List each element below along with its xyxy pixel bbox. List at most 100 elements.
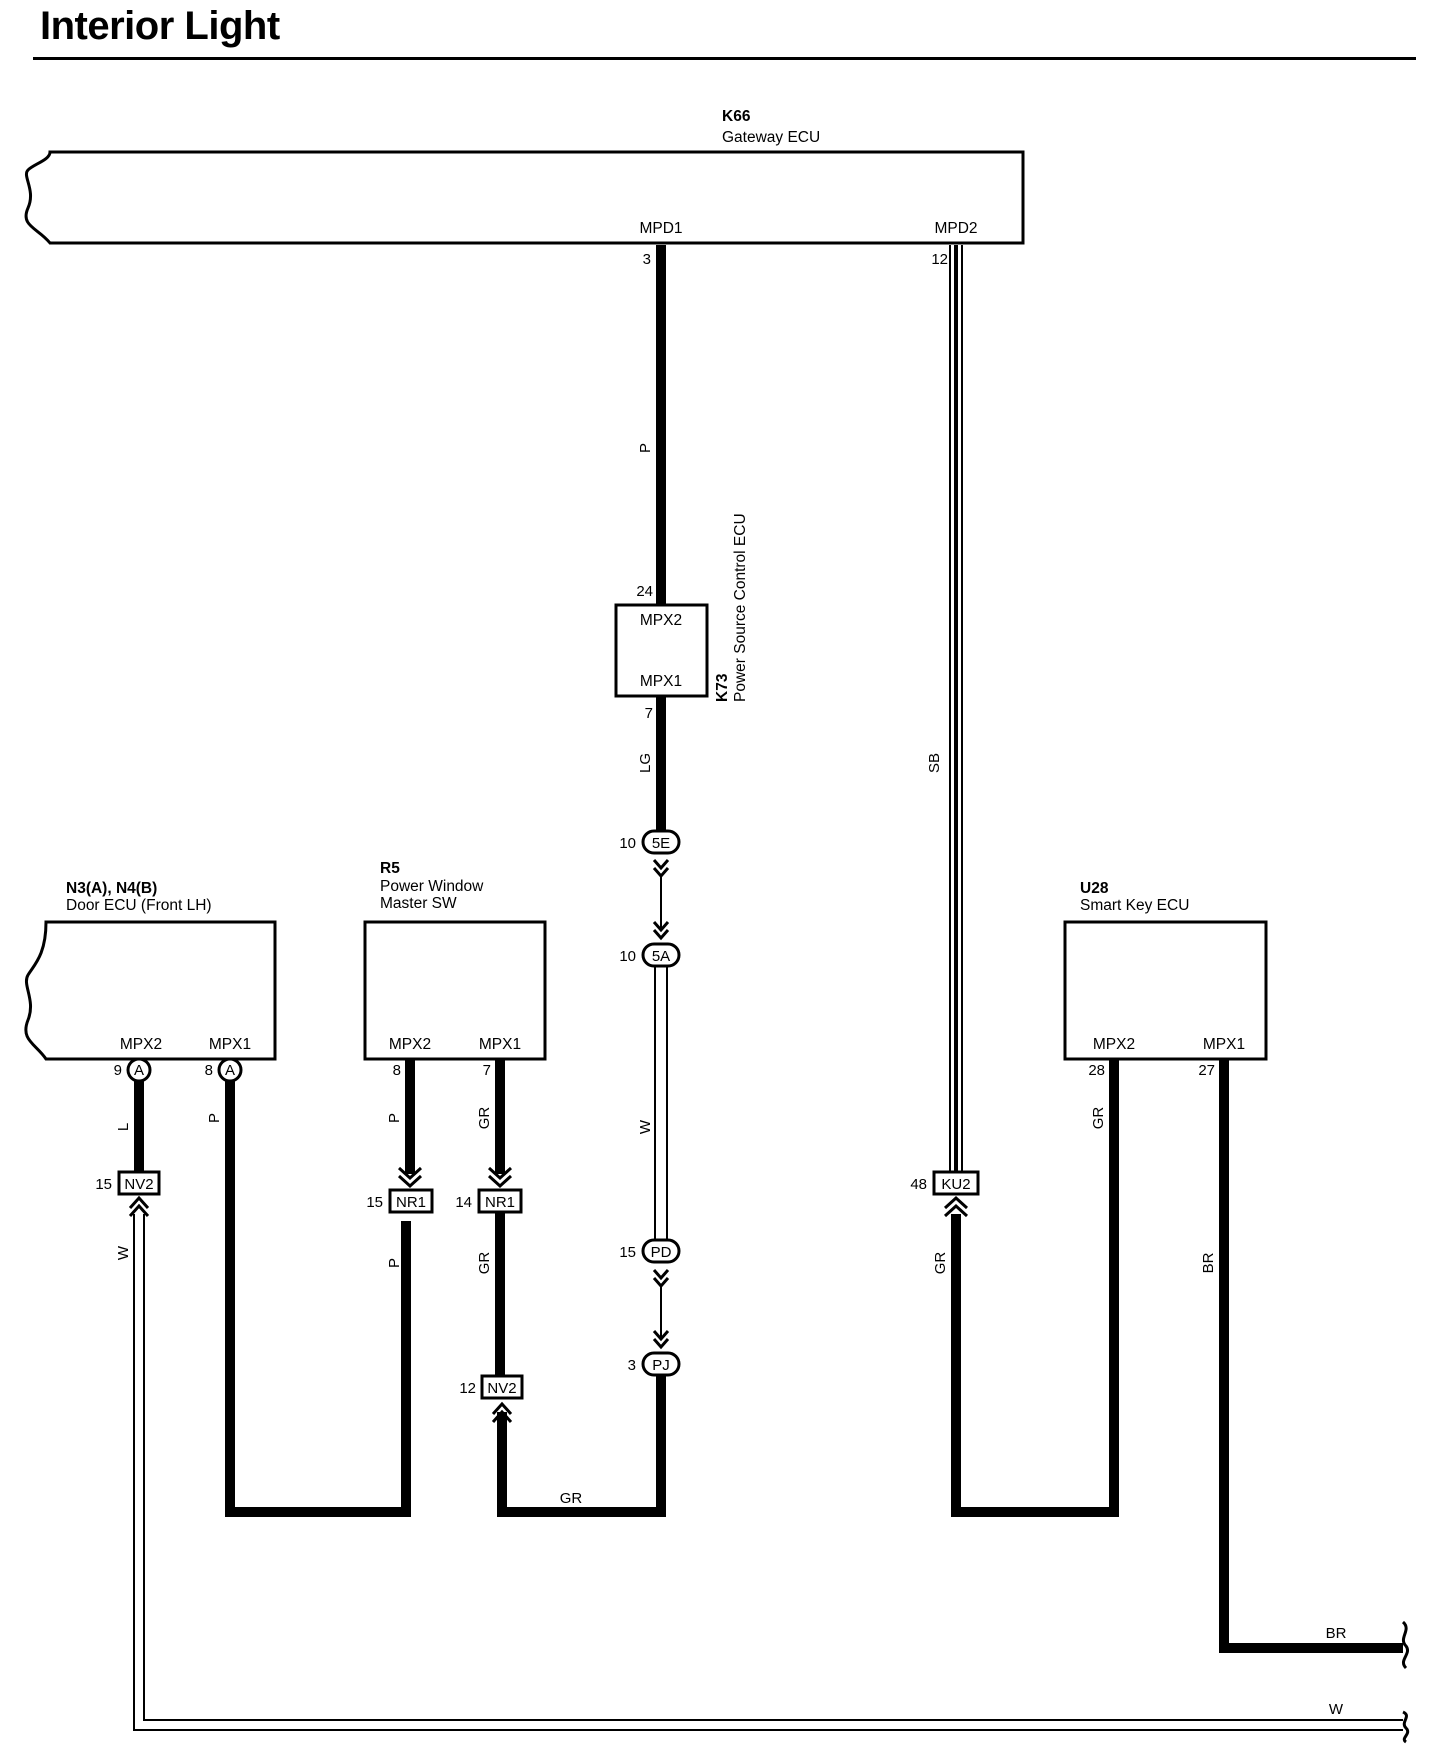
connector-nv2-15: NV2 [117, 1170, 161, 1196]
connector-nv2-12: NV2 [480, 1374, 524, 1400]
connector-nv2-15-pin: 15 [95, 1176, 112, 1193]
svg-text:5A: 5A [652, 948, 670, 965]
gateway-pin-3: 3 [643, 251, 651, 268]
break-br [1401, 1620, 1409, 1670]
svg-text:PD: PD [651, 1244, 672, 1261]
chevron-pj [652, 1330, 670, 1350]
svg-text:NV2: NV2 [124, 1176, 153, 1193]
wire-w-exit-outer [133, 1214, 1403, 1731]
connector-5e: 5E [641, 829, 681, 855]
chevron-nr1-14 [487, 1166, 513, 1189]
connector-pd-pin: 15 [619, 1244, 636, 1261]
wire-color-gr-bottom: GR [560, 1490, 583, 1507]
wire-w-exit-inner [143, 1214, 1403, 1721]
connector-ku2-pin: 48 [910, 1176, 927, 1193]
k73-terminal-mpx1: MPX1 [640, 673, 682, 690]
break-w [1402, 1710, 1410, 1744]
k73-terminal-mpx2: MPX2 [640, 612, 682, 629]
page-title: Interior Light [40, 4, 280, 48]
u28-pin-27: 27 [1198, 1062, 1215, 1079]
svg-text:NR1: NR1 [396, 1194, 426, 1211]
smart-key-box [1063, 920, 1268, 1061]
connector-nr1-15-pin: 15 [366, 1194, 383, 1211]
u28-pin-28: 28 [1088, 1062, 1105, 1079]
k73-name: Power Source Control ECU [732, 513, 749, 702]
pw-master-box [363, 920, 547, 1061]
wire-color-w: W [637, 1119, 654, 1134]
wire-color-p-door: P [206, 1113, 223, 1123]
connector-nr1-15: NR1 [388, 1188, 434, 1214]
wire-color-p: P [637, 443, 654, 453]
connector-5e-pin: 10 [619, 835, 636, 852]
svg-text:KU2: KU2 [941, 1176, 970, 1193]
wire-color-br-exit: BR [1326, 1625, 1347, 1642]
connector-nr1-14: NR1 [477, 1188, 523, 1214]
pw-master-name-line2: Master SW [380, 895, 457, 912]
chevron-nv2-12 [491, 1401, 513, 1424]
title-underline [33, 57, 1416, 60]
pw-master-code: R5 [380, 860, 400, 877]
wire-color-p-nr1: P [386, 1258, 403, 1268]
svg-text:A: A [225, 1062, 235, 1079]
power-source-ecu-box [614, 603, 709, 698]
wire-u28-br-exit [1219, 1060, 1403, 1653]
door-connector-a-9: A [126, 1057, 152, 1083]
u28-terminal-mpx1: MPX1 [1203, 1036, 1245, 1053]
wire-pj-nv2 [497, 1376, 666, 1517]
wire-color-p-r5: P [386, 1113, 403, 1123]
wire-color-w-nv2: W [115, 1245, 132, 1260]
wire-color-gr-u28: GR [1090, 1107, 1107, 1130]
chevron-ku2 [943, 1195, 969, 1218]
r5-terminal-mpx1: MPX1 [479, 1036, 521, 1053]
smart-key-name: Smart Key ECU [1080, 897, 1189, 914]
wire-color-gr-ku2: GR [932, 1252, 949, 1275]
r5-pin-7: 7 [483, 1062, 491, 1079]
chevron-5a [652, 921, 670, 941]
connector-nv2-12-pin: 12 [459, 1380, 476, 1397]
r5-pin-8: 8 [393, 1062, 401, 1079]
door-ecu-box [24, 920, 277, 1061]
svg-text:5E: 5E [652, 835, 670, 852]
wire-color-sb: SB [926, 753, 943, 773]
connector-nr1-14-pin: 14 [455, 1194, 472, 1211]
smart-key-code: U28 [1080, 880, 1109, 897]
connector-pd: PD [641, 1238, 681, 1264]
door-terminal-mpx2: MPX2 [120, 1036, 162, 1053]
door-ecu-name: Door ECU (Front LH) [66, 897, 212, 914]
connector-pj-pin: 3 [628, 1357, 636, 1374]
wire-color-gr-nr1: GR [476, 1252, 493, 1275]
gateway-terminal-mpd2: MPD2 [934, 220, 977, 237]
wire-color-br-u28: BR [1200, 1252, 1217, 1273]
door-terminal-mpx1: MPX1 [209, 1036, 251, 1053]
pw-master-name-line1: Power Window [380, 878, 484, 895]
wire-color-l: L [115, 1123, 132, 1131]
u28-terminal-mpx2: MPX2 [1093, 1036, 1135, 1053]
door-ecu-code: N3(A), N4(B) [66, 880, 157, 897]
wire-door-mpx1-nr1 [225, 1081, 411, 1517]
svg-text:PJ: PJ [652, 1357, 670, 1374]
connector-pj: PJ [641, 1351, 681, 1377]
chevron-pd [652, 1269, 670, 1289]
gateway-ecu-box [24, 150, 1025, 245]
door-connector-a-8: A [217, 1057, 243, 1083]
door-pin-9: 9 [114, 1062, 122, 1079]
wire-color-w-exit: W [1329, 1701, 1344, 1718]
connector-ku2: KU2 [932, 1170, 980, 1196]
wire-color-lg: LG [637, 753, 654, 773]
door-pin-8: 8 [205, 1062, 213, 1079]
chevron-5e [652, 859, 670, 879]
connector-5a-pin: 10 [619, 948, 636, 965]
r5-terminal-mpx2: MPX2 [389, 1036, 431, 1053]
k73-pin-24: 24 [636, 583, 653, 600]
gateway-name: Gateway ECU [722, 129, 820, 146]
chevron-nr1-15 [397, 1166, 423, 1189]
k73-code: K73 [714, 673, 731, 702]
svg-text:A: A [134, 1062, 144, 1079]
chevron-nv2-15 [128, 1195, 150, 1218]
svg-text:NV2: NV2 [487, 1380, 516, 1397]
gateway-terminal-mpd1: MPD1 [639, 220, 682, 237]
k73-pin-7: 7 [645, 705, 653, 722]
wire-ku2-u28 [951, 1060, 1119, 1517]
gateway-pin-12: 12 [931, 251, 948, 268]
